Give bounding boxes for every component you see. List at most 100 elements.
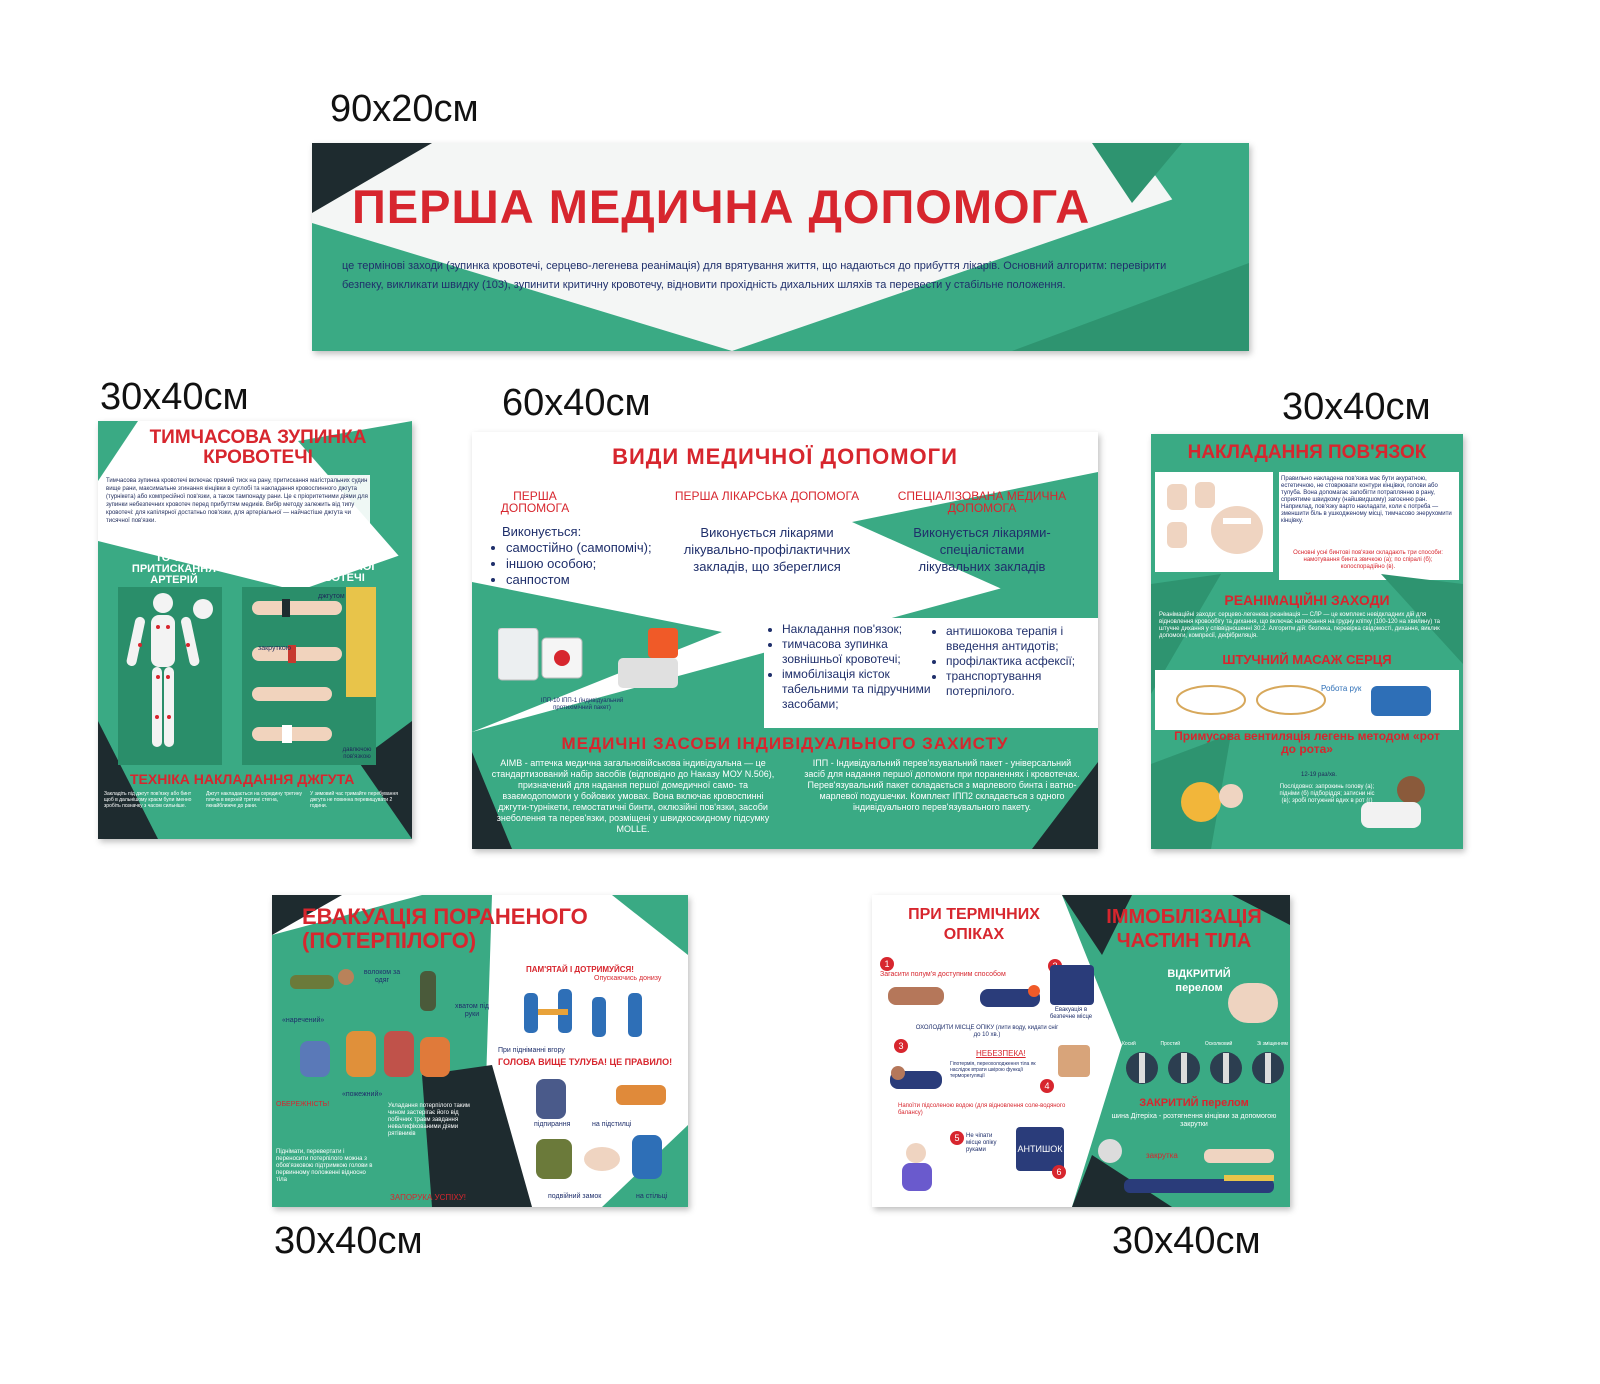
bleeding-title: ТИМЧАСОВА ЗУПИНКА КРОВОТЕЧІ xyxy=(149,427,367,468)
size-label-bottom-left: 30x40см xyxy=(274,1220,423,1262)
arterial-stop-panel xyxy=(242,587,376,765)
evac-place-text: Укладання потерпілого таким чином застер… xyxy=(388,1103,470,1137)
col1-list: самостійно (самопоміч); іншою особою; са… xyxy=(492,540,652,588)
evac-lift: При підніманні вгору xyxy=(498,1047,565,1054)
first-aid-kit-icon xyxy=(498,628,678,688)
evac-support: підпирання xyxy=(534,1121,571,1128)
col3-text: Виконується лікарями-спеціалістами лікув… xyxy=(913,525,1051,574)
fracture-kind: Косий xyxy=(1122,1041,1136,1047)
col1-title: ПЕРША ДОПОМОГА xyxy=(500,489,570,515)
immob-title: ІММОБІЛІЗАЦІЯ ЧАСТИН ТІЛА xyxy=(1106,906,1262,952)
evac-careful: ОБЕРЕЖНІСТЬ! xyxy=(276,1101,330,1108)
banner-title: ПЕРША МЕДИЧНА ДОПОМОГА xyxy=(352,180,1091,233)
immob-open-fracture: ВІДКРИТИЙ перелом xyxy=(1167,968,1231,994)
tech-note-3: У зимовий час тримайте перебування джгут… xyxy=(310,791,398,809)
arm-tourniquet-icon xyxy=(252,587,376,743)
evac-people-left-icon xyxy=(290,969,450,1077)
bandage-board: НАКЛАДАННЯ ПОВ'ЯЗОК Правильно накладена … xyxy=(1151,434,1463,849)
cpr-diagram-icon xyxy=(1176,685,1431,716)
hands-label: Робота рук xyxy=(1321,684,1362,693)
measure-item: антишокова терапія і введення антидотів; xyxy=(946,624,1098,654)
immob-twist-label: закрутка xyxy=(1146,1151,1178,1160)
burns-background xyxy=(872,895,1290,1207)
ventilation-title: Примусова вентиляція легень методом «рот… xyxy=(1174,729,1440,756)
bandage-title: НАКЛАДАННЯ ПОВ'ЯЗОК xyxy=(1187,442,1427,463)
size-label-center: 60x40см xyxy=(502,382,651,424)
step-badge-6: 6 xyxy=(1052,1165,1066,1179)
body-figure-icon xyxy=(126,593,213,747)
col1-lead: Виконується: xyxy=(502,524,582,539)
col2-title: ПЕРША ЛІКАРСЬКА ДОПОМОГА xyxy=(674,489,860,503)
step-badge-4: 4 xyxy=(1040,1079,1054,1093)
burns-step-3: ОХОЛОДИТИ МІСЦЕ ОПІКУ (лити воду, кидати… xyxy=(915,1025,1059,1038)
extinguish-figures-icon xyxy=(888,985,1040,1007)
ppe-title: МЕДИЧНІ ЗАСОБИ ІНДИВІДУАЛЬНОГО ЗАХИСТУ xyxy=(561,734,1009,753)
tourniquet-technique-title: ТЕХНІКА НАКЛАДАННЯ ДЖГУТА xyxy=(130,771,355,787)
measures-list-right: антишокова терапія і введення антидотів;… xyxy=(932,624,1098,699)
measures-panel xyxy=(764,618,1098,728)
measure-item: транспортування потерпілого. xyxy=(946,669,1098,699)
col2-text: Виконується лікарями лікувально-профілак… xyxy=(683,525,851,574)
evac-grip: хватом під руки xyxy=(454,1003,490,1018)
evac-careful-text: Піднімати, перевертати і переносити поте… xyxy=(276,1149,373,1183)
measures-list-left: Накладання пов'язок; тимчасова зупинка з… xyxy=(768,622,942,712)
burns-step-1: Загасити полум'я доступним способом xyxy=(880,971,1006,978)
resus-title: РЕАНІМАЦІЙНІ ЗАХОДИ xyxy=(1224,592,1390,608)
bleeding-sub-arterial: ЗУПИНКА АРТЕРІАЛЬНОЇ КРОВОТЕЧІ xyxy=(291,550,375,584)
burns-board: ПРИ ТЕРМІЧНИХ ОПІКАХ ІММОБІЛІЗАЦІЯ ЧАСТИ… xyxy=(872,895,1290,1207)
size-label-left: 30x40см xyxy=(100,376,249,418)
size-label-right: 30x40см xyxy=(1282,386,1431,428)
stairs-carry-icon xyxy=(524,989,642,1037)
size-label-bottom-right: 30x40см xyxy=(1112,1220,1261,1262)
fracture-kinds-row: Косий Простий Осколковий Зі зміщенням xyxy=(1122,1041,1288,1047)
evac-chair: на стільці xyxy=(636,1193,668,1200)
burns-danger: НЕБЕЗПЕКА! xyxy=(976,1049,1026,1058)
evac-collar: волоком за одяг xyxy=(363,969,401,984)
evac-head-rule: ГОЛОВА ВИЩЕ ТУЛУБА! ЦЕ ПРАВИЛО! xyxy=(498,1057,673,1067)
ventilation-sequence: Послідовно: запрокинь голову (а); піднім… xyxy=(1279,784,1375,804)
measure-item: тимчасова зупинка зовнішньої кровотечі; xyxy=(782,637,942,667)
evac-descend: Опускаючись донизу xyxy=(594,975,662,982)
ppe-right-text: ІПП - Індивідуальний перев'язувальний па… xyxy=(804,758,1080,812)
fracture-kind: Простий xyxy=(1160,1041,1181,1047)
burns-step-5: Не чіпати місце опіку руками xyxy=(966,1133,997,1153)
evacuation-icon xyxy=(1050,965,1094,1005)
bleeding-text: Тимчасова зупинка кровотечі включає прям… xyxy=(104,475,370,527)
label-tourniquet: джгутом xyxy=(318,593,345,600)
burns-title: ПРИ ТЕРМІЧНИХ ОПІКАХ xyxy=(908,906,1040,943)
size-label-banner: 90x20см xyxy=(330,88,479,130)
col1-item: самостійно (самопоміч); xyxy=(506,540,652,556)
bleeding-sub-points: ТОЧКИ ПРИТИСКАННЯ АРТЕРІЙ xyxy=(131,552,217,586)
step-badge-3: 3 xyxy=(894,1039,908,1053)
kit-label: ІПП-10 ІПП-1 (індивідуальний протихімічн… xyxy=(540,698,624,711)
tech-note-1: Закладіть під джгут пов'язку або бинт що… xyxy=(104,791,192,809)
open-fracture-icon xyxy=(1228,983,1278,1023)
tech-note-2: Джгут накладається на середину третину п… xyxy=(206,791,303,809)
evac-remember: ПАМ'ЯТАЙ І ДОТРИМУЙСЯ! xyxy=(526,965,634,974)
drink-water-icon xyxy=(1058,1045,1090,1077)
types-title: ВИДИ МЕДИЧНОЇ ДОПОМОГИ xyxy=(612,444,958,469)
evac-fire: «пожежний» xyxy=(342,1091,383,1098)
bandage-basic: Основні усні бинтові пов'язки складають … xyxy=(1293,550,1443,570)
col1-item: санпостом xyxy=(506,572,652,588)
evac-bride: «наречений» xyxy=(282,1017,325,1024)
step-badge-1: 1 xyxy=(880,957,894,971)
measure-item: Накладання пов'язок; xyxy=(782,622,942,637)
evac-title: ЕВАКУАЦІЯ ПОРАНЕНОГО (ПОТЕРПІЛОГО) xyxy=(302,904,588,953)
col1-item: іншою особою; xyxy=(506,556,652,572)
cpr-title: ШТУЧНИЙ МАСАЖ СЕРЦЯ xyxy=(1222,652,1392,667)
banner-board: ПЕРША МЕДИЧНА ДОПОМОГА це термінові захо… xyxy=(312,143,1249,351)
bandage-text: Правильно накладена пов'язка має бути ак… xyxy=(1281,476,1452,524)
burns-step-4: Напоїти підсоленою водою (для відновленн… xyxy=(898,1103,1066,1116)
burns-step-2: Евакуація в безпечне місце xyxy=(1049,1007,1093,1020)
fracture-types-icon xyxy=(1126,1052,1284,1084)
fracture-kind: Осколковий xyxy=(1204,1041,1233,1047)
measure-item: іммобілізація кісток табельними та підру… xyxy=(782,667,942,712)
col3-title: СПЕЦІАЛІЗОВАНА МЕДИЧНА ДОПОМОГА xyxy=(897,489,1067,515)
ventilation-rate: 12-19 раз/хв. xyxy=(1301,772,1337,778)
evac-board: ЕВАКУАЦІЯ ПОРАНЕНОГО (ПОТЕРПІЛОГО) ПАМ'Я… xyxy=(272,895,688,1207)
evac-tarp: на підстилці xyxy=(592,1121,632,1128)
splint-patient-icon xyxy=(1098,1139,1274,1193)
artery-body-panel xyxy=(118,587,222,765)
measure-item: профілактика асфексії; xyxy=(946,654,1098,669)
